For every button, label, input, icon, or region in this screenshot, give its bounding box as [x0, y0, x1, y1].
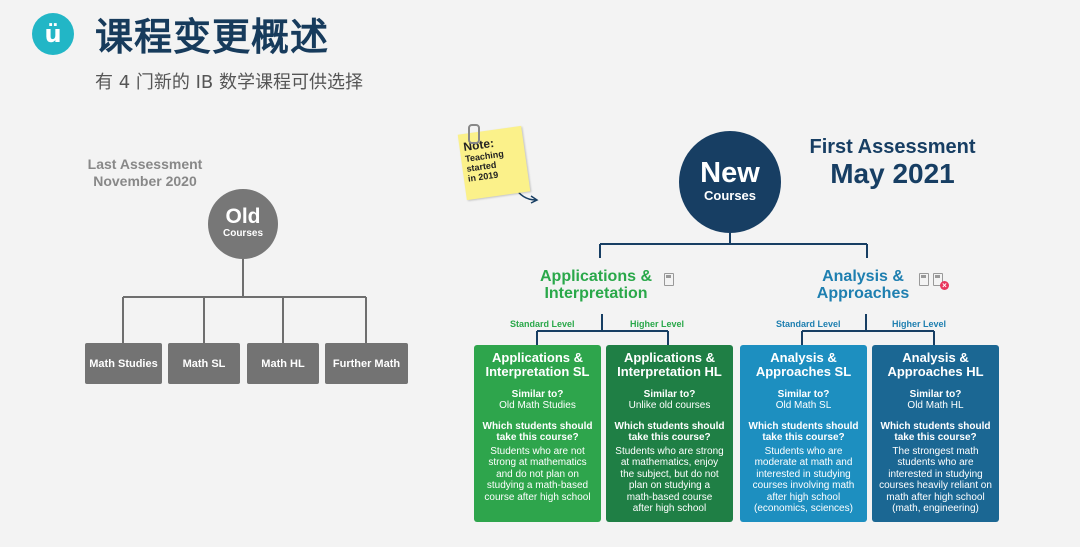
who-line: math after high school	[886, 491, 985, 503]
first-assessment-text: First Assessment	[809, 136, 976, 158]
level-label: Higher Level	[892, 319, 947, 329]
course-card-ai-sl: Applications & Interpretation SL Similar…	[474, 345, 601, 522]
no-calculator-icon: ×	[940, 281, 949, 290]
paperclip-icon	[468, 124, 480, 144]
who-line: and do not plan on	[496, 468, 579, 480]
course-card-ai-hl: Applications & Interpretation HL Similar…	[606, 345, 733, 522]
which-label: take this course?	[496, 431, 579, 443]
who-line: students who are	[897, 457, 974, 468]
who-line: math-based course	[626, 491, 713, 503]
similar-value: Old Math Studies	[499, 400, 576, 411]
calculator-icon	[664, 273, 674, 286]
calculator-icon	[919, 273, 929, 286]
similar-label: Similar to?	[511, 389, 564, 400]
course-card-aa-sl: Analysis & Approaches SL Similar to? Old…	[740, 345, 867, 522]
old-tree-lines	[122, 259, 367, 343]
branch-title-line: Applications &	[539, 268, 652, 285]
which-label: take this course?	[762, 431, 845, 443]
who-line: Students who are strong	[615, 445, 724, 457]
similar-label: Similar to?	[909, 389, 962, 400]
who-line: moderate at math and	[754, 457, 853, 468]
similar-value: Old Math HL	[907, 400, 964, 411]
old-course-box: Further Math	[325, 343, 408, 384]
brand-logo-icon: ü	[32, 13, 74, 55]
branch-title-line: Analysis &	[822, 268, 904, 285]
similar-label: Similar to?	[777, 389, 830, 400]
old-course-box: Math Studies	[85, 343, 162, 384]
course-card-aa-hl: Analysis & Approaches HL Similar to? Old…	[872, 345, 999, 522]
which-label: Which students should	[880, 420, 991, 432]
new-courses-circle: New Courses	[679, 131, 781, 233]
who-line: course after high school	[484, 491, 591, 503]
who-line: (economics, sciences)	[754, 503, 853, 514]
old-course-box: Math HL	[247, 343, 319, 384]
branch-title-line: Approaches	[816, 285, 910, 302]
new-tree-lines	[536, 233, 935, 345]
card-title: Interpretation SL	[485, 364, 590, 379]
who-line: after high school	[766, 491, 841, 503]
card-title: Analysis &	[902, 350, 969, 365]
who-line: interested in studying	[756, 468, 851, 480]
last-assessment-date: November 2020	[93, 173, 197, 189]
card-title: Interpretation HL	[617, 364, 722, 379]
old-circle-title: Old	[225, 205, 261, 228]
card-title: Applications &	[623, 350, 715, 365]
old-circle-subtitle: Courses	[222, 228, 263, 239]
who-line: courses involving math	[752, 480, 855, 491]
new-circle-title: New	[700, 157, 760, 189]
old-course-box: Math SL	[168, 343, 240, 384]
calculator-icon	[933, 273, 943, 286]
which-label: take this course?	[628, 431, 711, 443]
who-line: studying a math-based	[486, 480, 589, 491]
branch-title-line: Interpretation	[544, 285, 648, 302]
new-circle-subtitle: Courses	[703, 188, 757, 203]
branch-applications: Applications & Interpretation	[521, 268, 671, 302]
level-label: Standard Level	[776, 319, 841, 329]
who-line: plan on studying a	[628, 480, 711, 491]
card-title: Approaches HL	[887, 364, 984, 379]
similar-value: Unlike old courses	[628, 400, 711, 411]
who-line: Students who are	[764, 445, 843, 457]
old-courses-circle: Old Courses	[208, 189, 278, 259]
last-assessment-label: Last Assessment November 2020	[70, 156, 220, 190]
which-label: take this course?	[894, 431, 977, 443]
level-label: Higher Level	[630, 319, 685, 329]
card-title: Analysis &	[770, 350, 837, 365]
who-line: The strongest math	[892, 445, 979, 457]
which-label: Which students should	[748, 420, 859, 432]
card-title: Applications &	[491, 350, 583, 365]
which-label: Which students should	[614, 420, 725, 432]
first-assessment-date: May 2021	[830, 158, 955, 189]
who-line: at mathematics, enjoy	[620, 457, 719, 468]
who-line: courses heavily reliant on	[879, 480, 992, 491]
similar-label: Similar to?	[643, 389, 696, 400]
similar-value: Old Math SL	[775, 400, 832, 411]
who-line: strong at mathematics	[488, 457, 587, 468]
card-title: Approaches SL	[755, 364, 852, 379]
who-line: after high school	[632, 503, 707, 514]
first-assessment-label: First Assessment May 2021	[790, 135, 995, 189]
last-assessment-line: Last Assessment	[87, 156, 203, 172]
which-label: Which students should	[482, 420, 593, 432]
level-label: Standard Level	[510, 319, 575, 329]
branch-analysis: Analysis & Approaches	[788, 268, 938, 302]
who-line: Students who are not	[490, 445, 585, 457]
page-subtitle: 有 4 门新的 IB 数学课程可供选择	[95, 72, 363, 93]
who-line: the subject, but do not	[620, 468, 719, 480]
who-line: (math, engineering)	[892, 503, 979, 514]
who-line: interested in studying	[888, 468, 983, 480]
page-title: 课程变更概述	[95, 15, 330, 59]
